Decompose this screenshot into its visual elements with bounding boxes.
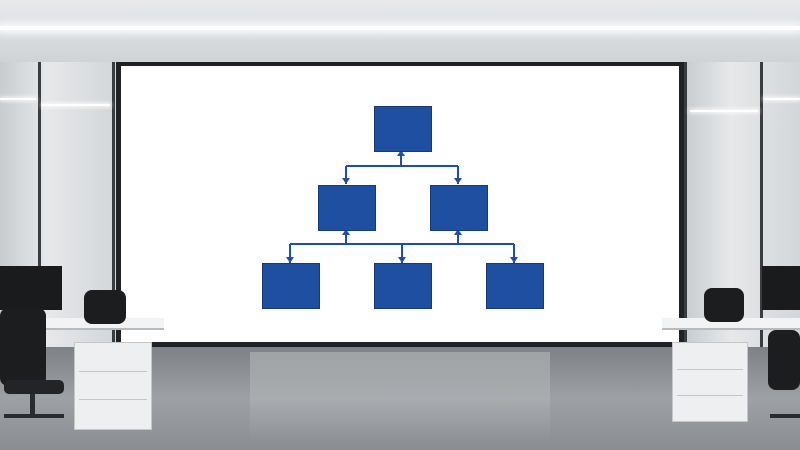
chair-seat bbox=[4, 380, 64, 394]
desk bbox=[662, 318, 800, 330]
ceiling-light-strip bbox=[0, 26, 800, 30]
window-mullion bbox=[112, 62, 115, 347]
monitor bbox=[762, 266, 800, 310]
chair-base bbox=[30, 394, 35, 416]
office-chair bbox=[84, 290, 126, 324]
monitor bbox=[0, 266, 62, 310]
office-chair bbox=[0, 308, 46, 386]
drawer-cabinet bbox=[74, 342, 152, 430]
window-mullion bbox=[684, 62, 687, 347]
org-chart-bottom-box bbox=[486, 263, 544, 309]
org-chart-mid-box bbox=[318, 185, 376, 231]
ceiling bbox=[0, 0, 800, 62]
org-chart-top-box bbox=[374, 106, 432, 152]
background-light bbox=[764, 98, 800, 100]
org-chart-bottom-box bbox=[262, 263, 320, 309]
window-mullion bbox=[760, 62, 763, 347]
chair-base bbox=[4, 414, 64, 418]
window-mullion bbox=[38, 62, 41, 347]
org-chart-bottom-box bbox=[374, 263, 432, 309]
background-light bbox=[0, 98, 36, 100]
floor-reflection bbox=[250, 352, 550, 442]
background-light bbox=[42, 104, 110, 106]
chair-base bbox=[770, 414, 800, 418]
office-chair bbox=[704, 288, 744, 322]
background-light bbox=[690, 110, 758, 112]
org-chart-mid-box bbox=[430, 185, 488, 231]
office-chair bbox=[768, 330, 800, 390]
drawer-cabinet bbox=[672, 342, 748, 422]
